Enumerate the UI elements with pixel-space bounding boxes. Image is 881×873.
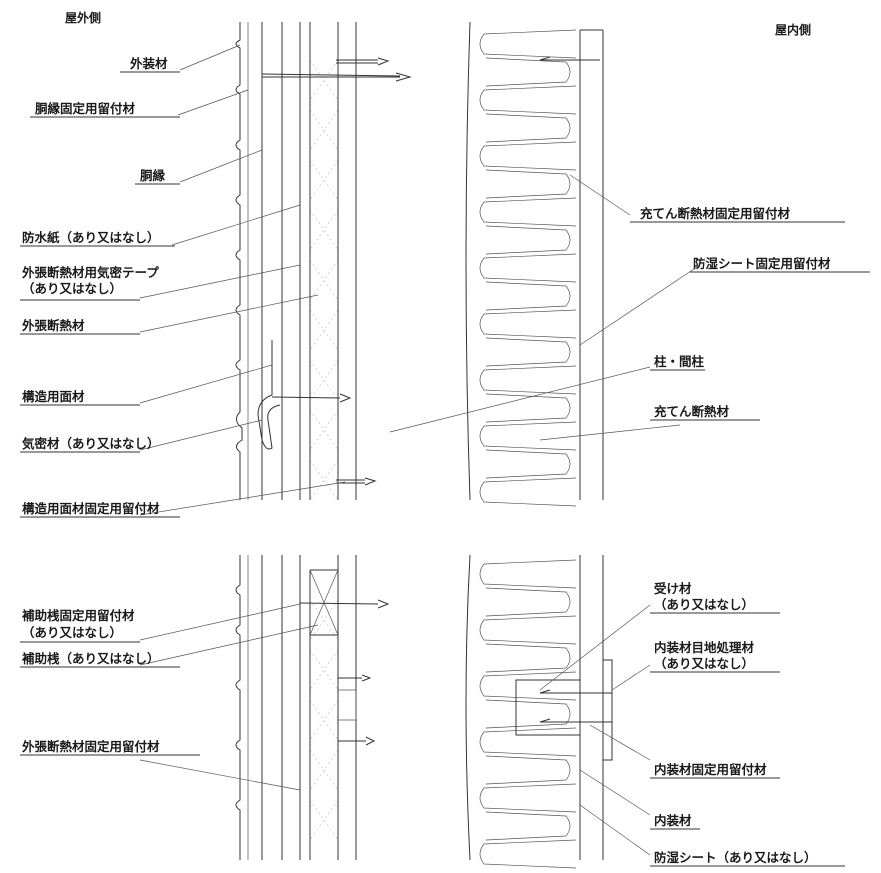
- airtight-clip: [257, 340, 281, 450]
- label-joint-treatment-1: 内装材目地処理材: [654, 640, 755, 655]
- insulation-loop: [485, 393, 571, 423]
- upper-left-wall: [235, 22, 412, 501]
- insulation-loop: [479, 559, 577, 589]
- leader-lines: [139, 44, 701, 856]
- label-aux-batten-fastener-2: （あり又はなし）: [22, 625, 122, 640]
- exterior-cladding-profile: [235, 22, 243, 500]
- insulation-loop: [485, 225, 571, 255]
- insulation-loop: [479, 783, 577, 813]
- insulation-loop: [485, 811, 571, 841]
- label-vapor-sheet: 防湿シート（あり又はなし）: [654, 850, 817, 865]
- label-airtight-tape-1: 外張断熱材用気密テープ: [21, 265, 159, 280]
- label-fill-insulation-fastener: 充てん断熱材固定用留付材: [640, 206, 791, 221]
- label-exterior-cladding: 外装材: [129, 56, 168, 71]
- insulation-loop: [485, 281, 571, 311]
- label-backing-1: 受け材: [654, 581, 692, 596]
- label-outer-insulation-fastener: 外張断熱材固定用留付材: [21, 739, 160, 754]
- insulation-loop: [479, 85, 577, 115]
- lower-left-wall: [235, 555, 390, 860]
- label-waterproof-paper: 防水紙（あり又はなし）: [22, 230, 160, 245]
- lower-right-wall: [465, 554, 613, 869]
- insulation-loop: [479, 477, 577, 507]
- insulation-loop: [485, 169, 571, 199]
- insulation-loop: [479, 615, 577, 645]
- label-furring: 胴縁: [140, 168, 166, 183]
- insulation-loop: [485, 643, 571, 673]
- insulation-loop: [479, 253, 577, 283]
- label-fill-insulation: 充てん断熱材: [654, 404, 730, 419]
- indoor-side-label: 屋内側: [775, 22, 811, 37]
- label-aux-batten: 補助桟（あり又はなし）: [21, 651, 160, 666]
- label-backing-2: （あり又はなし）: [654, 597, 754, 612]
- label-joint-treatment-2: （あり又はなし）: [654, 656, 754, 671]
- insulation-loop: [479, 365, 577, 395]
- insulation-loop: [479, 727, 577, 757]
- insulation-loop: [479, 29, 577, 59]
- label-panel-fastener: 構造用面材固定用留付材: [22, 501, 160, 516]
- label-interior-fastener: 内装材固定用留付材: [654, 762, 767, 777]
- label-underlines: [20, 71, 870, 867]
- insulation-loop: [479, 671, 577, 701]
- label-airtight-material: 気密材（あり又はなし）: [22, 436, 160, 451]
- fill-insulation-pattern-lower: [479, 559, 577, 869]
- insulation-loop: [485, 337, 571, 367]
- outdoor-side-label: 屋外側: [65, 10, 101, 25]
- label-interior-finish: 内装材: [654, 813, 692, 828]
- insulation-loop: [485, 587, 571, 617]
- insulation-loop: [485, 449, 571, 479]
- upper-right-wall: [465, 21, 604, 507]
- label-airtight-tape-2: （あり又はなし）: [22, 281, 122, 296]
- insulation-loop: [479, 421, 577, 451]
- fill-insulation-pattern: [479, 29, 577, 507]
- insulation-loop: [479, 141, 577, 171]
- insulation-loop: [485, 699, 571, 729]
- label-structural-panel: 構造用面材: [22, 389, 85, 404]
- insulation-loop: [485, 755, 571, 785]
- label-vapor-sheet-fastener: 防湿シート固定用留付材: [693, 256, 831, 271]
- label-furring-fastener: 胴縁固定用留付材: [35, 101, 136, 116]
- insulation-loop: [479, 197, 577, 227]
- label-post-stud: 柱・間柱: [654, 354, 705, 369]
- label-outer-insulation: 外張断熱材: [21, 318, 85, 333]
- insulation-loop: [479, 839, 577, 869]
- label-aux-batten-fastener-1: 補助桟固定用留付材: [21, 608, 135, 623]
- insulation-loop: [479, 309, 577, 339]
- insulation-loop: [485, 113, 571, 143]
- insulation-loop: [485, 57, 571, 87]
